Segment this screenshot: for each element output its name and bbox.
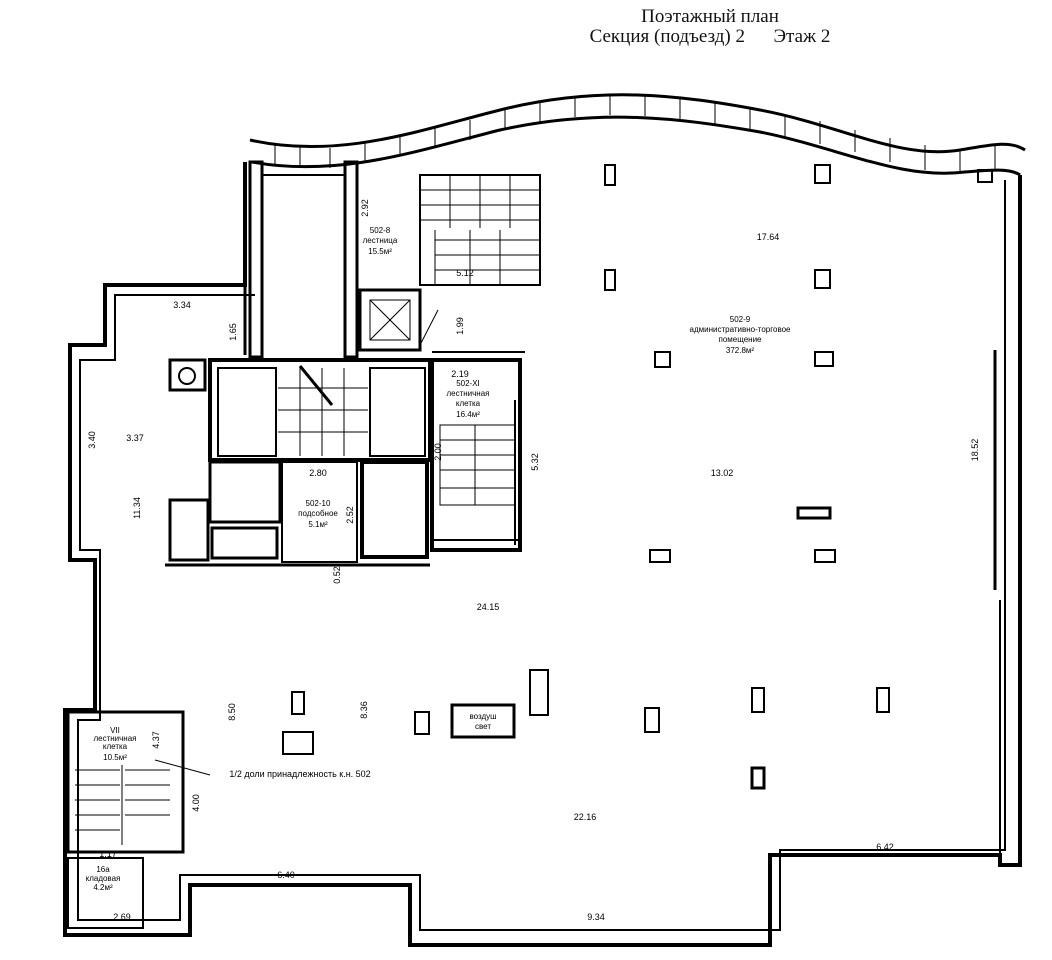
room-502-8-number: 502-8 (370, 226, 391, 235)
room-502-10-area: 5.1м² (308, 520, 328, 529)
room-vii-area: 10.5м² (103, 753, 127, 762)
dim-2-52: 2.52 (345, 506, 355, 524)
shaft-label-1: воздуш (469, 712, 496, 721)
dim-13-02: 13.02 (711, 468, 734, 478)
plan-subtitle: Секция (подъезд) 2 Этаж 2 (560, 26, 860, 48)
exterior-wall-outer (63, 162, 1022, 947)
share-note: 1/2 доли принадлежность к.н. 502 (229, 769, 370, 779)
shaft-label-2: свет (475, 722, 491, 731)
room-502-9-name-2: помещение (718, 335, 762, 344)
dim-17-64: 17.64 (757, 232, 780, 242)
room-502-10-name: подсобное (298, 509, 338, 518)
room-vii-number: VII (110, 726, 120, 735)
exterior-wall-inner (77, 180, 1006, 931)
plan-title: Поэтажный план (641, 6, 779, 27)
curved-facade-inner (251, 115, 1021, 177)
dim-5-32: 5.32 (530, 453, 540, 471)
room-502-9-number: 502-9 (730, 315, 751, 324)
dim-22-16: 22.16 (574, 812, 597, 822)
stair-vii (66, 710, 185, 854)
dim-1-65: 1.65 (228, 323, 238, 341)
section-label: Секция (подъезд) 2 (589, 26, 745, 47)
dim-3-37: 3.37 (126, 433, 144, 443)
storage-16a (67, 857, 144, 929)
dim-3-40: 3.40 (87, 431, 97, 449)
room-502-xi-area: 16.4м² (456, 410, 480, 419)
dim-2-00: 2.00 (433, 443, 443, 461)
room-502-xi-name-2: клетка (456, 399, 481, 408)
dim-4-37: 4.37 (151, 731, 161, 749)
room-502-10-number: 502-10 (306, 499, 331, 508)
room-502-8-name: лестница (363, 236, 398, 245)
room-16a-number: 16а (96, 865, 110, 874)
facade-panels (274, 95, 996, 173)
dim-11-34: 11.34 (132, 497, 142, 519)
room-502-8-area: 15.5м² (368, 247, 392, 256)
dim-8-50: 8.50 (227, 703, 237, 721)
room-vii-name-1: лестничная (93, 734, 136, 743)
dim-0-52: 0.52 (332, 566, 342, 584)
curved-facade (249, 93, 1026, 154)
dim-2-92: 2.92 (360, 199, 370, 217)
dim-1-17: 1.17 (99, 849, 117, 859)
room-16a-area: 4.2м² (93, 883, 113, 892)
room-502-xi-name-1: лестничная (446, 389, 489, 398)
room-16a-name: кладовая (86, 874, 121, 883)
dim-18-52: 18.52 (970, 439, 980, 462)
dim-2-19: 2.19 (451, 369, 469, 379)
dim-2-69: 2.69 (113, 912, 131, 922)
dim-4-00: 4.00 (191, 794, 201, 812)
dim-8-36: 8.36 (359, 701, 369, 719)
room-502-9-area: 372.8м² (726, 346, 755, 355)
room-502-9-name-1: административно-торговое (690, 325, 792, 334)
floor-label: Этаж 2 (773, 26, 831, 47)
dim-9-34: 9.34 (587, 912, 605, 922)
dim-3-34: 3.34 (173, 300, 191, 310)
room-502-xi-number: 502-XI (456, 379, 480, 388)
dim-6-40: 6.40 (277, 870, 295, 880)
dim-5-12: 5.12 (456, 268, 474, 278)
dim-6-42: 6.42 (876, 842, 894, 852)
dim-24-15: 24.15 (477, 602, 500, 612)
room-vii-name-2: клетка (103, 742, 128, 751)
dim-1-99: 1.99 (455, 317, 465, 335)
dim-2-80: 2.80 (309, 468, 327, 478)
